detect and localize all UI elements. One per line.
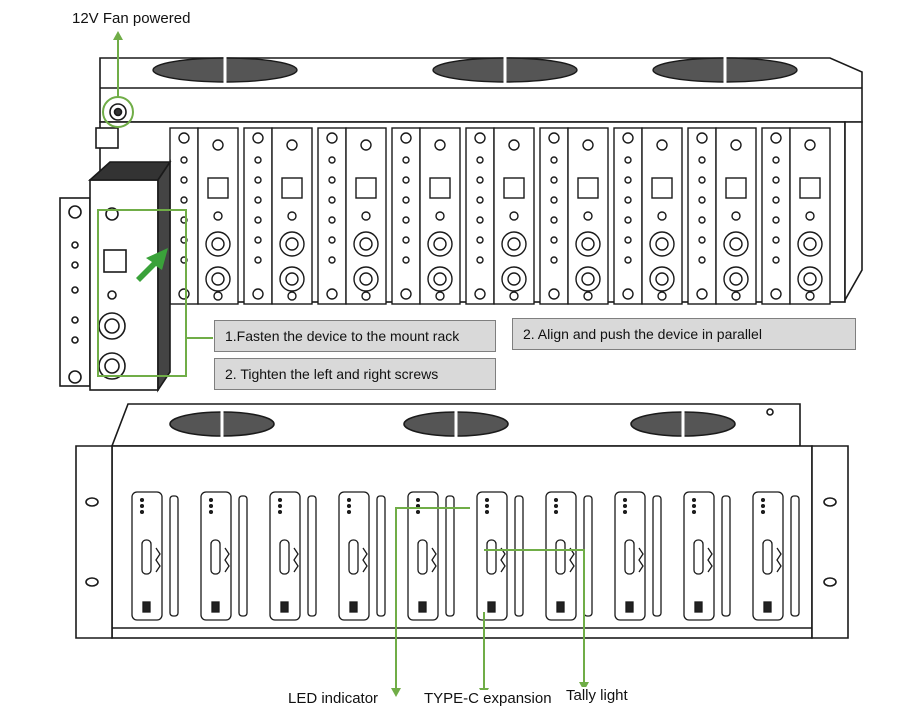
rear-slot-group [131, 491, 800, 621]
rear-slot [200, 491, 248, 621]
module-slots [169, 127, 831, 305]
rack-ear-left [75, 445, 113, 639]
rear-slot [407, 491, 455, 621]
arrow-up-icon [113, 31, 123, 40]
led-indicator-label: LED indicator [288, 690, 379, 708]
typec-expansion-label: TYPE-C expansion [424, 690, 552, 708]
module-slot [687, 127, 757, 305]
bottom-rack [75, 403, 849, 639]
fan-vent-group [152, 57, 798, 83]
rack-ear-right [811, 445, 849, 639]
module-slot [465, 127, 535, 305]
rear-slot [338, 491, 386, 621]
step-fasten-callout: 1.Fasten the device to the mount rack [214, 320, 496, 352]
module-slot [539, 127, 609, 305]
module-slot [317, 127, 387, 305]
rear-slot [752, 491, 800, 621]
inserting-module [59, 159, 172, 393]
module-slot [761, 127, 831, 305]
leader-lines-top [97, 31, 213, 377]
module-slot [243, 127, 313, 305]
rack-side-bracket [844, 121, 863, 304]
module-slot [391, 127, 461, 305]
rear-slot [614, 491, 662, 621]
step-tighten-callout: 2. Tighten the left and right screws [214, 358, 496, 390]
arrow-down-icon [391, 688, 401, 697]
rear-slot [476, 491, 524, 621]
arrow-down-icon [579, 682, 589, 691]
module-slot [613, 127, 683, 305]
fan-power-label: 12V Fan powered [72, 10, 191, 28]
rear-slot [269, 491, 317, 621]
tally-light-label: Tally light [566, 687, 628, 705]
module-slot [169, 127, 239, 305]
rear-slot [545, 491, 593, 621]
rear-slot [131, 491, 179, 621]
push-arrow-icon [136, 248, 168, 282]
rear-slot [683, 491, 731, 621]
step-align-callout: 2. Align and push the device in parallel [512, 318, 856, 350]
